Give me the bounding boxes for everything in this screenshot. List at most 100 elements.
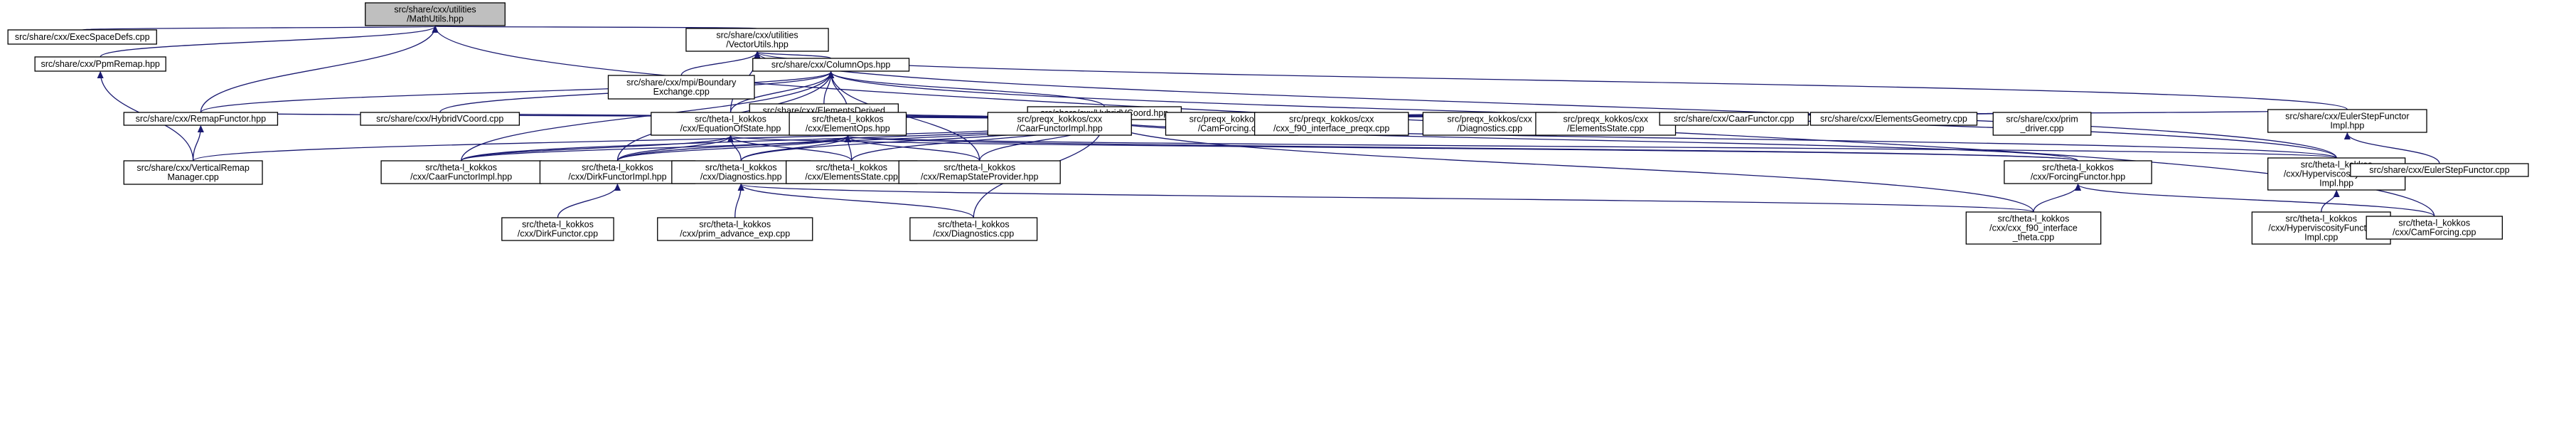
edge-theta-f90interface-to-theta-diagnostics-hpp xyxy=(741,184,2034,213)
node-label-line: _driver.cpp xyxy=(2019,124,2063,134)
graph-node-eulerstepfunctor-cpp[interactable]: src/share/cxx/EulerStepFunctor.cpp xyxy=(2350,163,2529,177)
graph-node-primdriver[interactable]: src/share/cxx/prim_driver.cpp xyxy=(1992,112,2092,136)
node-box xyxy=(786,160,918,184)
node-box xyxy=(898,160,1061,184)
node-box xyxy=(685,28,829,52)
node-label-line: src/share/cxx/PpmRemap.hpp xyxy=(41,59,159,69)
graph-node-theta-remapstateprovider[interactable]: src/theta-l_kokkos/cxx/RemapStateProvide… xyxy=(898,160,1061,184)
node-label-line: src/preqx_kokkos/cxx xyxy=(1563,115,1648,125)
node-label-line: src/theta-l_kokkos xyxy=(425,163,497,173)
graph-node-vectorutils[interactable]: src/share/cxx/utilities/VectorUtils.hpp xyxy=(685,28,829,52)
node-box xyxy=(2366,216,2503,240)
graph-node-theta-elementsstate[interactable]: src/theta-l_kokkos/cxx/ElementsState.cpp xyxy=(786,160,918,184)
nodes: src/share/cxx/utilities/MathUtils.hppsrc… xyxy=(7,2,2529,245)
graph-node-theta-forcingfunctor[interactable]: src/theta-l_kokkos/cxx/ForcingFunctor.hp… xyxy=(2004,160,2152,184)
node-label-line: Impl.cpp xyxy=(2304,233,2338,243)
node-label-line: src/preqx_kokkos/cxx xyxy=(1190,115,1275,125)
graph-node-theta-camforcing[interactable]: src/theta-l_kokkos/cxx/CamForcing.cpp xyxy=(2366,216,2503,240)
graph-node-remapfunctor[interactable]: src/share/cxx/RemapFunctor.hpp xyxy=(123,112,279,126)
node-label-line: src/theta-l_kokkos xyxy=(2042,163,2114,173)
graph-node-columnops[interactable]: src/share/cxx/ColumnOps.hpp xyxy=(752,58,910,72)
node-label-line: src/share/cxx/prim xyxy=(2006,115,2078,125)
node-label-line: Exchange.cpp xyxy=(653,87,710,97)
node-box xyxy=(501,217,614,241)
node-box xyxy=(2350,163,2529,177)
node-label-line: src/share/cxx/EulerStepFunctor xyxy=(2285,112,2409,122)
node-label-line: src/theta-l_kokkos xyxy=(938,220,1010,230)
edge-columnops-to-vectorutils xyxy=(757,52,832,59)
graph-node-preqx-f90interface[interactable]: src/preqx_kokkos/cxx/cxx_f90_interface_p… xyxy=(1254,112,1409,136)
edge-theta-caarfunctorimpl-to-elementops xyxy=(461,136,848,162)
node-label-line: src/theta-l_kokkos xyxy=(699,220,771,230)
graph-node-caarfunctor-cpp[interactable]: src/share/cxx/CaarFunctor.cpp xyxy=(1659,112,1809,126)
node-label-line: /VectorUtils.hpp xyxy=(726,40,789,50)
edge-theta-forcingfunctor-to-elementops xyxy=(848,136,2079,162)
edge-remapfunctor-to-columnops xyxy=(200,72,830,113)
graph-node-theta-caarfunctorimpl[interactable]: src/theta-l_kokkos/cxx/CaarFunctorImpl.h… xyxy=(380,160,542,184)
edge-theta-hyperviscosity-cpp-to-theta-hyperviscosityimpl xyxy=(2321,191,2336,213)
graph-node-execspacedefs[interactable]: src/share/cxx/ExecSpaceDefs.cpp xyxy=(7,29,157,45)
graph-node-theta-primadvance[interactable]: src/theta-l_kokkos/cxx/prim_advance_exp.… xyxy=(657,217,813,241)
node-label-line: /cxx/Diagnostics.cpp xyxy=(933,229,1014,239)
edge-theta-dirkfunctorimpl-to-equationofstate xyxy=(616,136,730,162)
graph-node-ppmremap[interactable]: src/share/cxx/PpmRemap.hpp xyxy=(34,56,166,72)
node-label-line: /cxx/DirkFunctorImpl.hpp xyxy=(568,172,666,182)
node-box xyxy=(1254,112,1409,136)
node-label-line: src/share/cxx/CaarFunctor.cpp xyxy=(1674,114,1795,124)
node-box xyxy=(1965,211,2102,245)
node-box xyxy=(1810,112,1978,126)
node-label-line: /cxx/ElementsState.cpp xyxy=(805,172,898,182)
node-box xyxy=(123,160,263,185)
node-label-line: src/share/cxx/HybridVCoord.cpp xyxy=(376,114,503,124)
node-label-line: /cxx/cxx_f90_interface xyxy=(1989,223,2078,233)
graph-node-theta-dirkfunctor-cpp[interactable]: src/theta-l_kokkos/cxx/DirkFunctor.cpp xyxy=(501,217,614,241)
node-label-line: src/theta-l_kokkos xyxy=(2398,218,2470,228)
graph-node-preqx-elementsstate[interactable]: src/preqx_kokkos/cxx/ElementsState.cpp xyxy=(1535,112,1677,136)
node-label-line: /cxx/Diagnostics.hpp xyxy=(700,172,782,182)
graph-node-theta-diagnostics-cpp[interactable]: src/theta-l_kokkos/cxx/Diagnostics.cpp xyxy=(909,217,1038,241)
node-label-line: /cxx/prim_advance_exp.cpp xyxy=(680,229,790,239)
node-label-line: src/share/cxx/EulerStepFunctor.cpp xyxy=(2369,165,2509,175)
graph-node-elementops[interactable]: src/theta-l_kokkos/cxx/ElementOps.hpp xyxy=(789,112,907,136)
edge-boundaryexchange-to-vectorutils xyxy=(680,52,757,76)
node-label-line: /cxx/CamForcing.cpp xyxy=(2393,228,2476,238)
edge-theta-caarfunctorimpl-to-equationofstate xyxy=(461,136,731,162)
node-label-line: /cxx/RemapStateProvider.hpp xyxy=(921,172,1038,182)
edge-theta-hyperviscosityimpl-to-elementops xyxy=(848,136,2337,159)
edge-vectorutils-to-mathutils xyxy=(434,26,758,28)
node-label-line: src/theta-l_kokkos xyxy=(2285,214,2357,224)
node-box xyxy=(2267,109,2427,133)
node-box xyxy=(380,160,542,184)
edge-theta-dirkfunctor-cpp-to-theta-dirkfunctorimpl xyxy=(557,184,617,218)
graph-node-elementsgeometry[interactable]: src/share/cxx/ElementsGeometry.cpp xyxy=(1810,112,1978,126)
graph-node-preqx-caarfunctorimpl[interactable]: src/preqx_kokkos/cxx/CaarFunctorImpl.hpp xyxy=(987,112,1132,136)
node-label-line: src/theta-l_kokkos xyxy=(705,163,777,173)
node-label-line: src/share/cxx/ElementsGeometry.cpp xyxy=(1820,114,1967,124)
node-label-line: src/share/cxx/utilities xyxy=(394,5,476,15)
node-label-line: /ElementsState.cpp xyxy=(1567,124,1644,134)
node-label-line: src/share/cxx/RemapFunctor.hpp xyxy=(136,114,266,124)
edge-verticalremapmanager-to-remapfunctor xyxy=(192,126,201,162)
node-box xyxy=(34,56,166,72)
graph-node-mathutils[interactable]: src/share/cxx/utilities/MathUtils.hpp xyxy=(365,2,506,26)
node-box xyxy=(657,217,813,241)
edge-theta-dirkfunctorimpl-to-elementops xyxy=(616,136,848,162)
node-label-line: src/theta-l_kokkos xyxy=(1998,214,2070,224)
node-label-line: /cxx/EquationOfState.hpp xyxy=(680,124,781,134)
node-label-line: src/share/cxx/mpi/Boundary xyxy=(626,78,737,88)
node-label-line: src/preqx_kokkos/cxx xyxy=(1289,115,1374,125)
node-box xyxy=(1659,112,1809,126)
node-label-line: Impl.hpp xyxy=(2330,121,2364,131)
node-label-line: src/theta-l_kokkos xyxy=(812,115,884,125)
edge-eulerstepfunctorimpl-to-vectorutils xyxy=(757,52,2348,110)
graph-node-theta-f90interface[interactable]: src/theta-l_kokkos/cxx/cxx_f90_interface… xyxy=(1965,211,2102,245)
graph-node-hybridvcoord-cpp[interactable]: src/share/cxx/HybridVCoord.cpp xyxy=(360,112,520,126)
edge-theta-diagnostics-hpp-to-elementops xyxy=(740,136,848,162)
graph-node-equationofstate[interactable]: src/theta-l_kokkos/cxx/EquationOfState.h… xyxy=(651,112,811,136)
node-box xyxy=(360,112,520,126)
node-label-line: src/preqx_kokkos/cxx xyxy=(1447,115,1532,125)
edge-eulerstepfunctor-cpp-to-eulerstepfunctorimpl xyxy=(2347,133,2440,164)
